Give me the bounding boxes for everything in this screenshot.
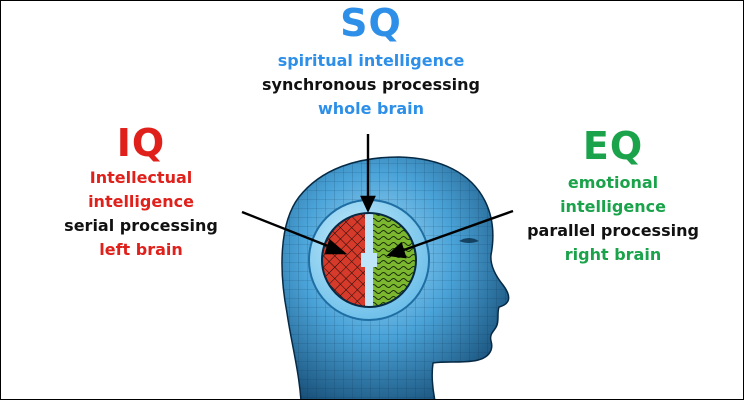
eq-line-2: intelligence [560,197,666,216]
sq-line-2: synchronous processing [261,75,480,94]
iq-line-1: Intellectual [89,168,193,187]
iq-title: IQ [116,121,166,165]
eq-line-4: right brain [564,245,662,264]
iq-line-2: intelligence [88,192,194,211]
sq-line-3: whole brain [317,99,425,118]
eye-shape [459,238,479,243]
sq-title: SQ [340,1,402,45]
sq-line-1: spiritual intelligence [277,51,465,70]
eq-title: EQ [582,124,644,168]
eq-block: EQ emotional intelligence parallel proce… [513,126,713,267]
left-brain [322,213,365,307]
iq-line-3: serial processing [64,216,218,235]
sq-block: SQ spiritual intelligence synchronous pr… [251,3,491,121]
arrow-iq [241,210,334,250]
iq-block: IQ Intellectual intelligence serial proc… [41,123,241,262]
right-brain [373,213,416,307]
iq-line-4: left brain [99,240,183,259]
eq-line-3: parallel processing [527,221,699,240]
arrow-eq [400,209,514,253]
eq-line-1: emotional [567,173,659,192]
